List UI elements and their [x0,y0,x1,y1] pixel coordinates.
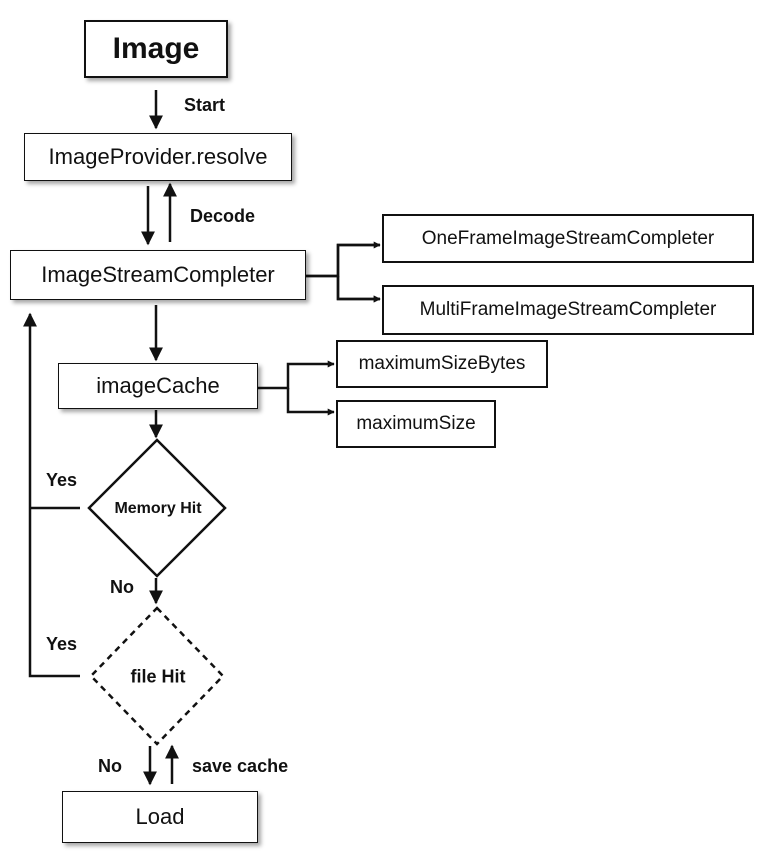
connector-completer-to-multi [336,276,381,303]
load-node: Load [62,791,258,843]
memory-hit-diamond [87,438,227,578]
load-label: Load [135,804,185,829]
connector-cache-to-bytes [258,360,335,390]
one-frame-completer-label: OneFrameImageStreamCompleter [421,227,715,249]
multi-frame-completer-label: MultiFrameImageStreamCompleter [419,299,717,320]
image-cache-node: imageCache [58,363,258,409]
maximum-size-bytes-node: maximumSizeBytes [336,340,548,388]
maximum-size-bytes-label: maximumSizeBytes [358,353,526,374]
image-provider-label: ImageProvider.resolve [48,144,268,169]
file-no-label: No [98,756,122,776]
image-node: Image [84,20,228,78]
one-frame-completer-node: OneFrameImageStreamCompleter [382,214,754,263]
connector-completer-to-one [306,241,381,278]
connector-yes-loop-file [23,312,80,678]
maximum-size-node: maximumSize [336,400,496,448]
memory-yes-label: Yes [46,470,78,490]
maximum-size-label: maximumSize [356,413,476,434]
image-stream-completer-node: ImageStreamCompleter [10,250,306,300]
image-cache-label: imageCache [96,373,220,398]
multi-frame-completer-node: MultiFrameImageStreamCompleter [382,285,754,335]
save-cache-label: save cache [192,756,289,776]
file-yes-label: Yes [46,634,78,654]
image-node-label: Image [112,32,200,65]
image-stream-completer-label: ImageStreamCompleter [41,262,275,287]
image-provider-node: ImageProvider.resolve [24,133,292,181]
memory-hit-label: Memory Hit [114,500,202,517]
decode-label: Decode [190,206,256,226]
file-hit-diamond [89,606,225,746]
memory-no-label: No [110,577,134,597]
start-label: Start [184,95,226,115]
connector-cache-to-size [286,388,335,416]
connector-completer-branch [306,243,380,299]
file-hit-label: file Hit [130,666,186,687]
